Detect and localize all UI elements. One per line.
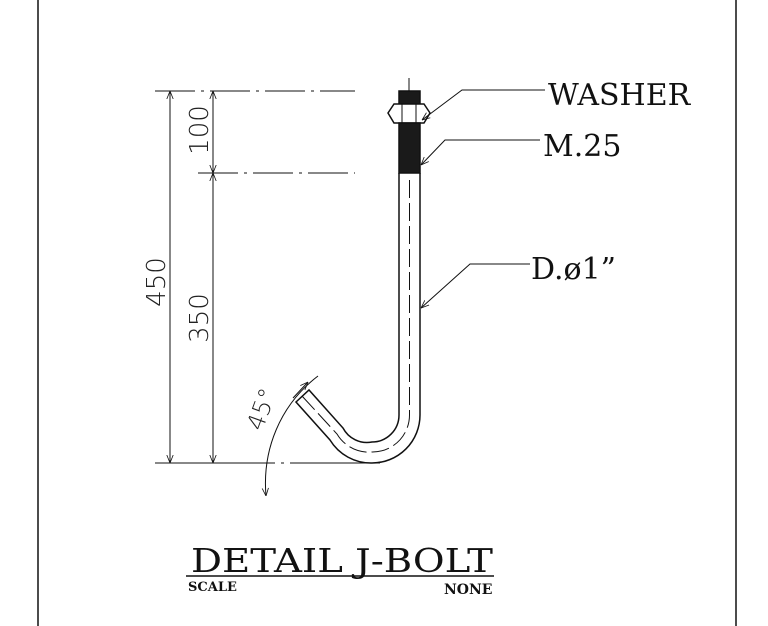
diameter-callout: D.ø1”: [531, 252, 616, 287]
bolt-centerline: [301, 180, 410, 453]
bolt-shank: [294, 173, 421, 464]
angle-label: 45°: [241, 384, 282, 434]
dimension-label-350: 350: [185, 293, 215, 343]
j-bolt: [294, 78, 431, 464]
angle-arrow: [292, 382, 308, 399]
extension-lines: [155, 90, 380, 464]
scale-label: SCALE: [188, 580, 237, 595]
thread-leader: [421, 139, 540, 165]
diameter-leader: [421, 263, 530, 308]
drawing-title: DETAIL J-BOLT: [191, 541, 493, 580]
washer-leader: [422, 89, 545, 120]
washer-nut-icon: [387, 103, 431, 124]
washer-callout: WASHER: [548, 78, 692, 113]
thread-section: [398, 122, 421, 174]
dimension-label-100: 100: [185, 105, 215, 155]
dimension-label-450: 450: [142, 257, 172, 307]
thread-callout: M.25: [543, 129, 621, 164]
thread-top: [398, 90, 421, 105]
scale-value: NONE: [444, 582, 492, 598]
